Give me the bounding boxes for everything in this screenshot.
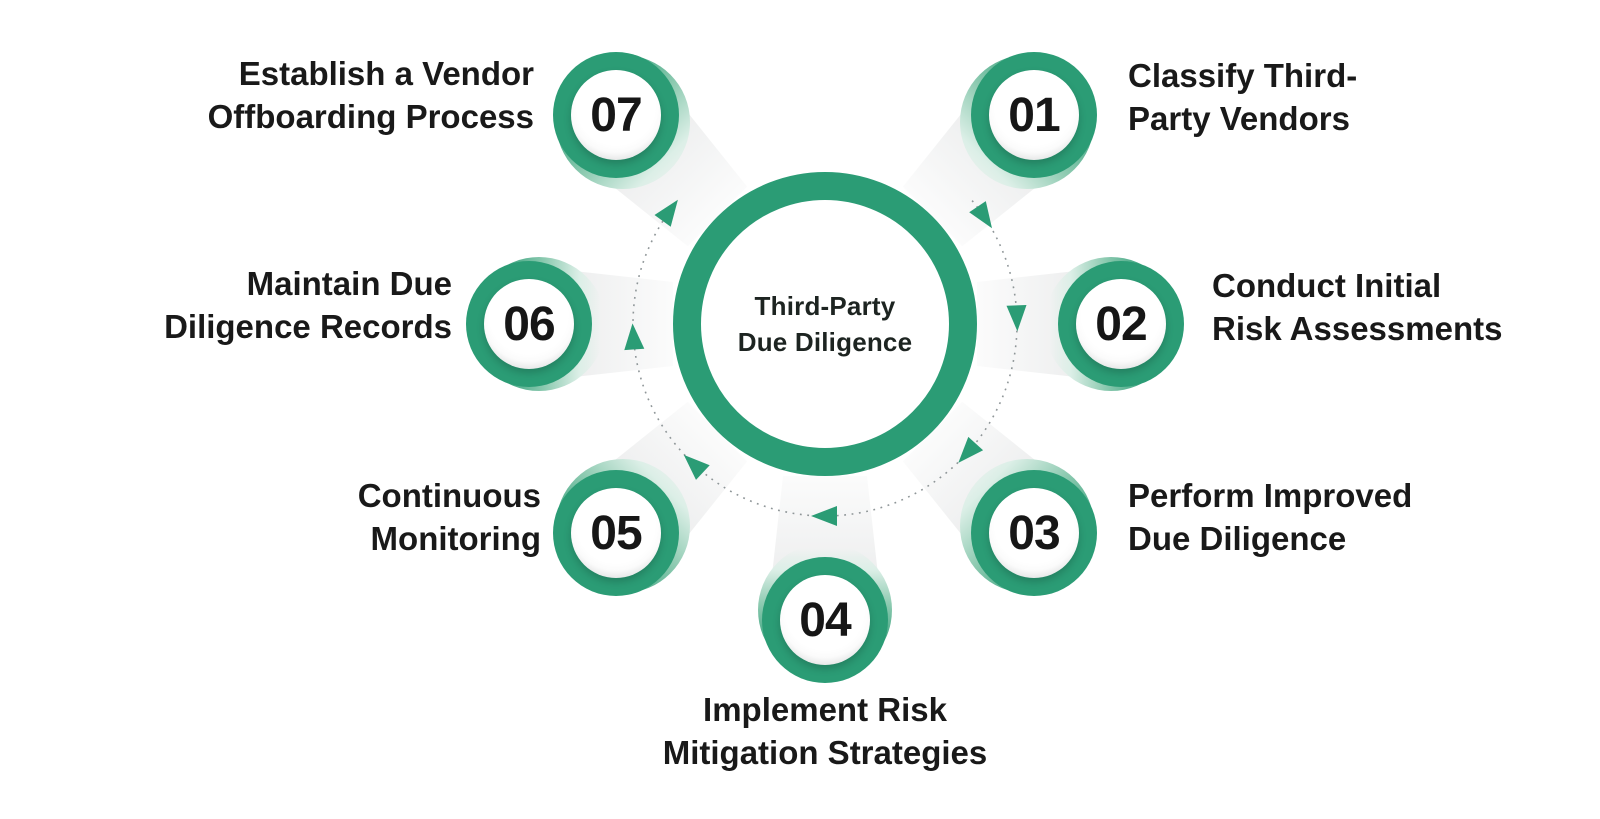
step-01-label-line2: Party Vendors (1128, 100, 1350, 137)
center-circle: Third-Party Due Diligence (673, 172, 977, 476)
step-06-label-line1: Maintain Due (246, 265, 452, 302)
step-02-badge: 02 (1076, 279, 1166, 369)
step-07-label-line1: Establish a Vendor (238, 55, 534, 92)
center-title-line1: Third-Party (754, 291, 896, 321)
step-04-label-line1: Implement Risk (703, 691, 947, 728)
step-04-label: Implement Risk Mitigation Strategies (525, 688, 1125, 774)
step-03-number: 03 (1008, 506, 1060, 560)
step-05-label-line2: Monitoring (370, 520, 541, 557)
step-node-03: 03 (960, 459, 1097, 596)
step-03-badge: 03 (989, 488, 1079, 578)
step-01-label-line1: Classify Third- (1128, 57, 1358, 94)
flow-arrow-icon (958, 436, 984, 463)
step-node-07: 07 (553, 52, 690, 189)
flow-arrow-icon (683, 454, 710, 480)
step-05-number: 05 (590, 506, 642, 560)
flow-arrow-icon (1006, 305, 1027, 332)
step-04-label-line2: Mitigation Strategies (662, 734, 988, 771)
step-02-number: 02 (1095, 297, 1147, 351)
step-node-01: 01 (960, 52, 1097, 189)
step-06-label-line2: Diligence Records (164, 308, 452, 345)
step-06-badge: 06 (484, 279, 574, 369)
step-07-label: Establish a Vendor Offboarding Process (208, 52, 534, 138)
step-07-badge: 07 (571, 70, 661, 160)
flow-arrow-icon (969, 201, 992, 229)
step-01-number: 01 (1008, 88, 1060, 142)
flow-arrow-icon (811, 506, 837, 526)
step-02-label-line2: Risk Assessments (1212, 310, 1503, 347)
step-03-label: Perform Improved Due Diligence (1128, 474, 1412, 560)
step-node-02: 02 (1044, 257, 1184, 391)
step-02-label: Conduct Initial Risk Assessments (1212, 264, 1502, 350)
step-node-06: 06 (466, 257, 606, 391)
step-01-badge: 01 (989, 70, 1079, 160)
flow-arrow-icon (654, 199, 678, 227)
step-05-label-line1: Continuous (357, 477, 541, 514)
step-03-label-line2: Due Diligence (1128, 520, 1347, 557)
step-01-label: Classify Third- Party Vendors (1128, 54, 1357, 140)
step-node-05: 05 (553, 459, 690, 596)
step-06-number: 06 (503, 297, 555, 351)
step-03-label-line1: Perform Improved (1128, 477, 1413, 514)
step-06-label: Maintain Due Diligence Records (164, 262, 452, 348)
step-node-04: 04 (758, 543, 892, 683)
step-02-label-line1: Conduct Initial (1212, 267, 1442, 304)
flow-arrow-icon (624, 323, 645, 351)
step-04-number: 04 (799, 593, 851, 647)
step-05-label: Continuous Monitoring (358, 474, 541, 560)
step-07-label-line2: Offboarding Process (207, 98, 534, 135)
step-07-number: 07 (590, 88, 642, 142)
center-title-line2: Due Diligence (737, 327, 913, 357)
step-04-badge: 04 (780, 575, 870, 665)
step-05-badge: 05 (571, 488, 661, 578)
